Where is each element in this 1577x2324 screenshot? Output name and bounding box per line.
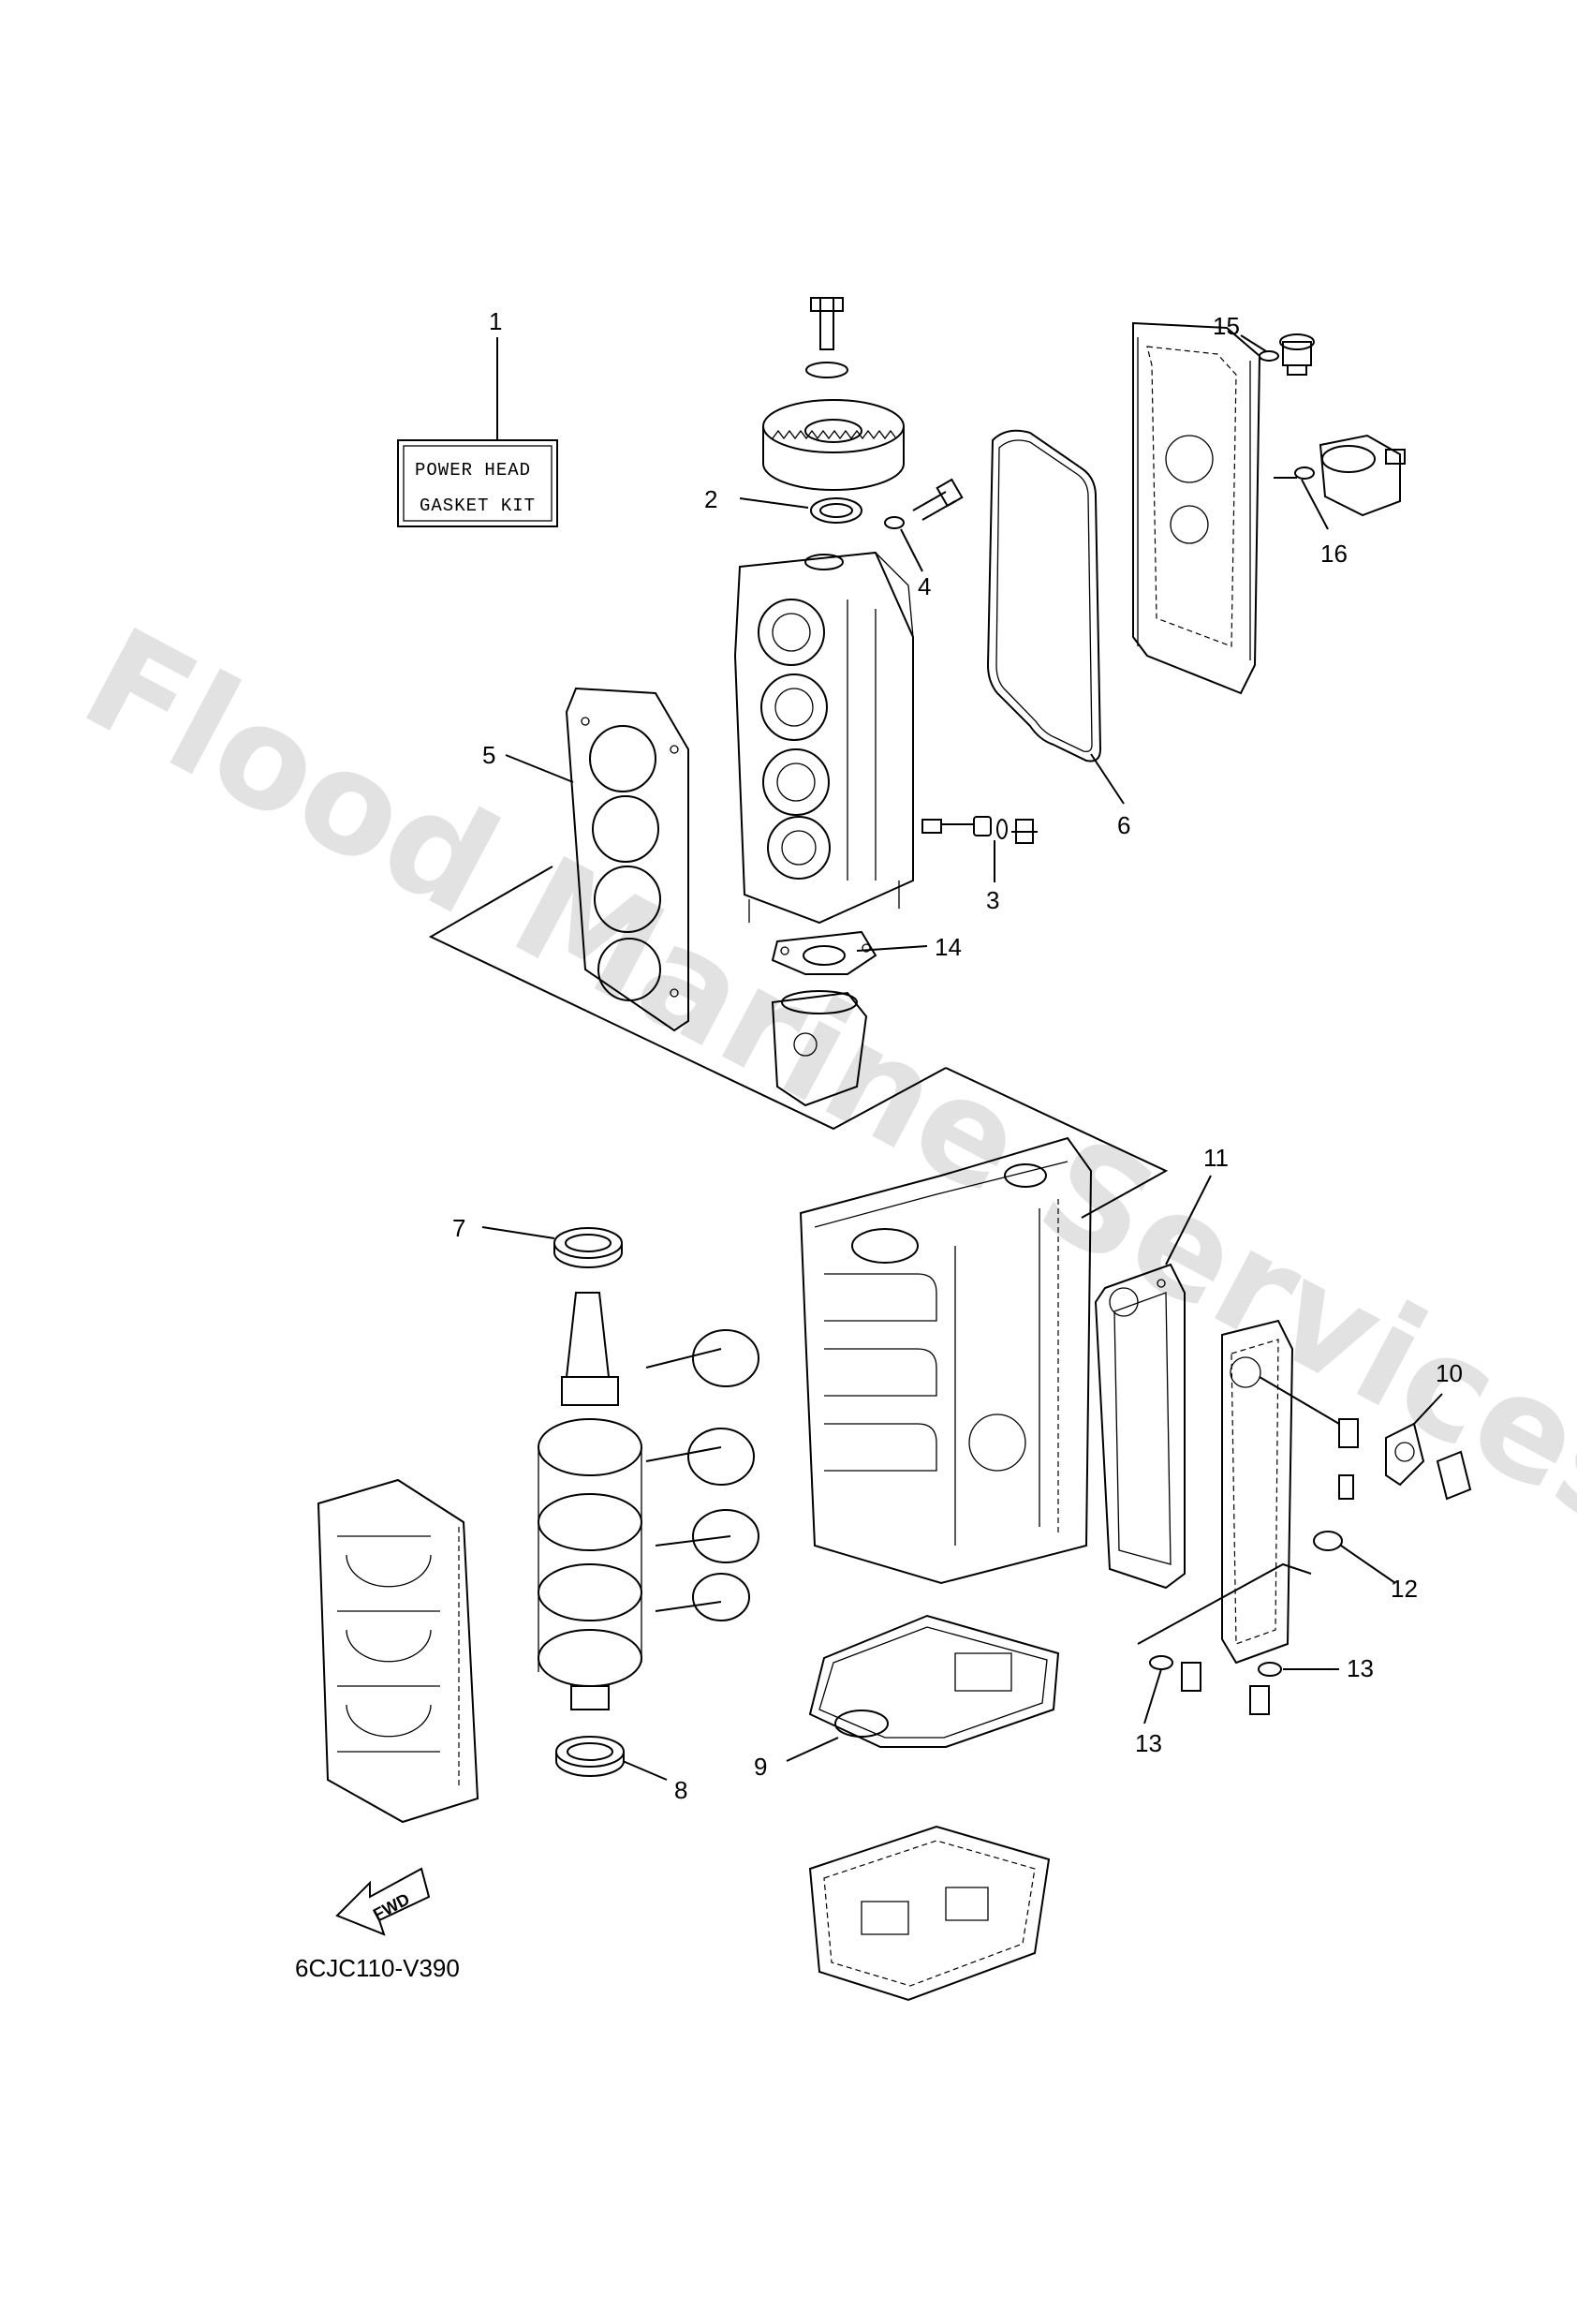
oil-seal-2: [810, 497, 862, 524]
rocker-cover-gasket-6: [986, 429, 1102, 762]
callout-15: 15: [1213, 312, 1240, 340]
forward-arrow-icon: FWD: [335, 1867, 431, 1936]
oil-pump-housing: [771, 990, 868, 1107]
washer-13b: [1249, 1662, 1282, 1715]
callout-1: 1: [489, 307, 502, 335]
gasket-14: [771, 930, 877, 975]
exhaust-gasket-11: [1094, 1263, 1186, 1590]
plug-3: [921, 816, 1038, 844]
callout-16: 16: [1320, 540, 1348, 568]
diagram-code: 6CJC110-V390: [295, 1954, 460, 1982]
callout-10: 10: [1436, 1359, 1463, 1387]
callout-11: 11: [1203, 1144, 1229, 1172]
callout-4: 4: [918, 572, 931, 600]
oil-seal-7: [553, 1227, 623, 1268]
thermostat-10: [1338, 1418, 1472, 1501]
callout-7: 7: [452, 1214, 465, 1242]
o-ring-4: [884, 478, 964, 529]
callout-12: 12: [1391, 1575, 1418, 1603]
crankcase-gasket-9: [808, 1614, 1060, 1748]
cam-pulley: [762, 297, 905, 491]
callout-13b: 13: [1347, 1654, 1374, 1682]
oil-seal-8: [555, 1736, 625, 1777]
callout-3: 3: [986, 886, 999, 914]
cylinder-head: [733, 551, 914, 925]
callout-2: 2: [704, 485, 717, 513]
crankshaft-assembly: [538, 1292, 759, 1710]
fwd-label: FWD: [370, 1889, 413, 1924]
kit-label-line2: GASKET KIT: [420, 496, 536, 516]
oil-cap-15: [1259, 333, 1315, 376]
gasket-kit-label: POWER HEAD GASKET KIT: [397, 439, 558, 527]
fuel-pump-16: [1274, 434, 1406, 517]
head-cover: [1132, 321, 1261, 695]
lower-crankcase: [808, 1825, 1051, 2002]
kit-label-line1: POWER HEAD: [415, 460, 531, 481]
washer-13a: [1149, 1655, 1201, 1692]
exhaust-cover: [1221, 1319, 1340, 1665]
callout-9: 9: [754, 1753, 767, 1781]
callout-6: 6: [1117, 811, 1130, 839]
cylinder-head-gasket: [565, 687, 689, 1032]
intake-manifold: [317, 1478, 479, 1824]
callout-14: 14: [935, 933, 962, 961]
callout-13a: 13: [1135, 1729, 1162, 1757]
callout-8: 8: [674, 1776, 687, 1804]
cylinder-block: [799, 1136, 1093, 1585]
callout-5: 5: [482, 741, 495, 769]
o-ring-12: [1313, 1531, 1343, 1551]
